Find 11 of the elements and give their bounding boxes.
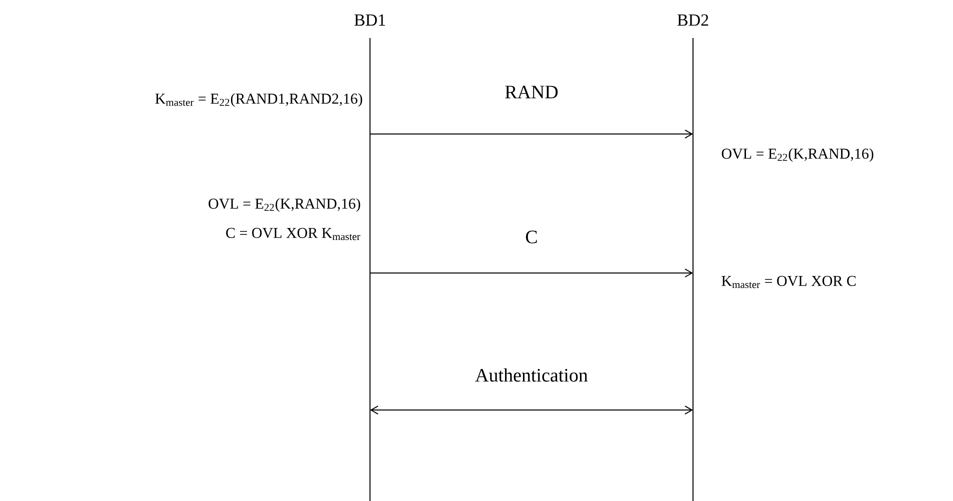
participant-label: BD1 (354, 14, 386, 26)
formula-text: K$_{master}$ = E$_{22}$(RAND1,RAND2,16) (155, 93, 362, 107)
edge-label: Authentication (473, 366, 590, 384)
formula-text: C = OVL XOR K$_{master}$ (226, 228, 360, 240)
edge-label: RAND (502, 84, 560, 100)
arrow (370, 406, 693, 414)
edge-label: C (523, 228, 540, 246)
participant-label: BD2 (677, 14, 708, 26)
formula-text: OVL = E$_{22}$(K,RAND,16) (208, 198, 360, 212)
arrow (370, 130, 693, 138)
arrow (370, 268, 693, 278)
